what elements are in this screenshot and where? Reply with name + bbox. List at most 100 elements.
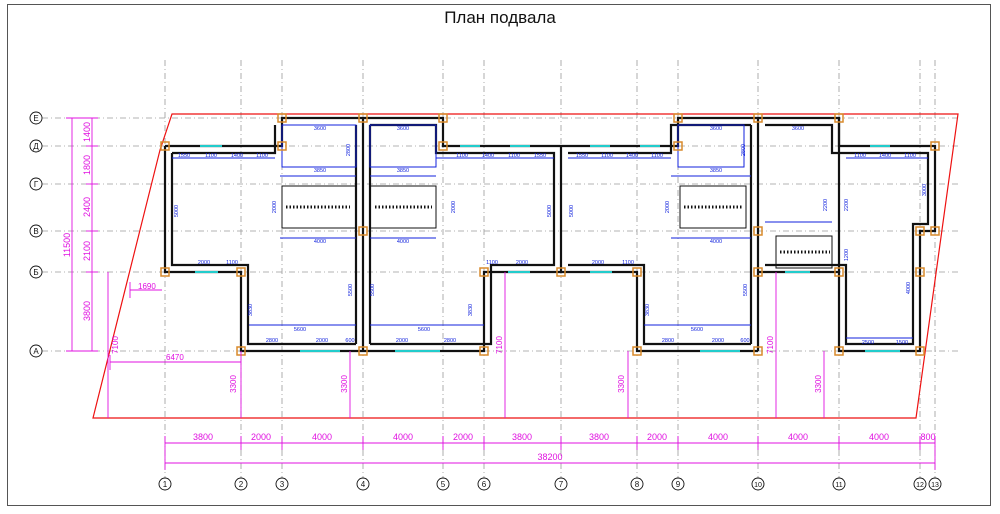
dim-room: 5500 <box>348 284 354 296</box>
dim-left-3: 2400 <box>82 197 92 217</box>
excavation-outline <box>92 113 959 419</box>
column-nodes <box>160 113 940 356</box>
dim-bottom-total: 38200 <box>537 452 562 462</box>
dim-room: 5000 <box>569 205 575 217</box>
dim-room: 1400 <box>482 153 494 159</box>
dim-room: 1200 <box>844 249 850 261</box>
dim-room: 4000 <box>314 239 326 245</box>
dim-room: 600 <box>345 338 354 344</box>
dim-bottom-1: 3800 <box>193 432 213 442</box>
dim-room: 2800 <box>346 144 352 156</box>
drawing-frame <box>7 4 991 506</box>
dim-room: 1100 <box>651 153 663 159</box>
dim-room: 5500 <box>370 284 376 296</box>
dim-room: 1400 <box>626 153 638 159</box>
dim-room: 3830 <box>468 304 474 316</box>
dim-room: 1100 <box>256 153 268 159</box>
dim-room: 4000 <box>397 239 409 245</box>
dim-room: 2200 <box>823 199 829 211</box>
dim-room: 1500 <box>896 340 908 346</box>
dim-room: 3830 <box>248 304 254 316</box>
dim-room: 3600 <box>792 126 804 132</box>
dim-room: 5000 <box>547 205 553 217</box>
axis-label: Е <box>33 114 38 123</box>
dim-room: 4000 <box>710 239 722 245</box>
dim-bottom-11: 4000 <box>869 432 889 442</box>
dim-room: 1100 <box>854 153 866 159</box>
dim-left-5: 3800 <box>82 301 92 321</box>
dim-room: 5500 <box>743 284 749 296</box>
dim-room: 1100 <box>622 260 634 266</box>
dim-3300-2: 3300 <box>340 375 349 393</box>
axis-label: Г <box>34 180 39 189</box>
partitions <box>172 124 928 339</box>
dim-room: 3600 <box>314 126 326 132</box>
dim-room: 2000 <box>665 201 671 213</box>
dim-left-2: 1800 <box>82 155 92 175</box>
dim-room: 3000 <box>922 184 928 196</box>
dim-room: 1100 <box>508 153 520 159</box>
dim-bottom-10: 4000 <box>788 432 808 442</box>
dim-3300-4: 3300 <box>814 375 823 393</box>
dim-room: 2800 <box>741 144 747 156</box>
dim-7100-mid: 7100 <box>495 336 504 354</box>
axis-label: Б <box>33 268 38 277</box>
dim-total-height: 11500 <box>62 233 72 257</box>
dim-room: 1100 <box>456 153 468 159</box>
dim-room: 1100 <box>601 153 613 159</box>
axis-label: 12 <box>916 482 924 489</box>
dim-room: 2000 <box>516 260 528 266</box>
axis-bubbles-bottom <box>158 477 942 491</box>
dim-room: 1100 <box>486 260 498 266</box>
dim-3300-1: 3300 <box>229 375 238 393</box>
dim-room: 3600 <box>710 126 722 132</box>
dim-room: 2000 <box>272 201 278 213</box>
left-dimension-labels: 11500 1400 1800 2400 2100 3800 1690 6470… <box>62 122 823 393</box>
page-title: План подвала <box>444 8 556 27</box>
axis-label: Д <box>33 142 39 151</box>
axis-label: 2 <box>239 480 244 489</box>
stairs <box>281 185 833 269</box>
axis-label: 10 <box>754 482 762 489</box>
dim-room: 1550 <box>178 153 190 159</box>
dim-bottom-7: 3800 <box>589 432 609 442</box>
axis-label: 4 <box>361 480 366 489</box>
dim-bottom-9: 4000 <box>708 432 728 442</box>
axis-bubbles-left <box>29 111 43 358</box>
axis-label: В <box>33 227 38 236</box>
dim-room: 2500 <box>862 340 874 346</box>
dim-room: 2800 <box>662 338 674 344</box>
axis-label: 11 <box>835 482 842 489</box>
dim-room: 1550 <box>534 153 546 159</box>
axis-label: 3 <box>280 480 285 489</box>
dim-bottom-3: 4000 <box>312 432 332 442</box>
dim-1690: 1690 <box>138 282 156 291</box>
dim-bottom-2: 2000 <box>251 432 271 442</box>
dim-room: 3850 <box>314 168 326 174</box>
dim-room: 4000 <box>906 282 912 294</box>
dim-bottom-12: 800 <box>920 432 935 442</box>
dim-room: 3850 <box>710 168 722 174</box>
dim-bottom-5: 2000 <box>453 432 473 442</box>
dim-room: 5000 <box>174 205 180 217</box>
axis-label: А <box>33 347 39 356</box>
grid-lines <box>42 60 960 478</box>
axis-label: 7 <box>559 480 564 489</box>
dim-room: 1550 <box>576 153 588 159</box>
dim-room: 2000 <box>198 260 210 266</box>
dim-room: 3600 <box>397 126 409 132</box>
dim-room: 2000 <box>592 260 604 266</box>
dim-room: 5600 <box>691 327 703 333</box>
dim-room: 2000 <box>451 201 457 213</box>
dim-left-1: 1400 <box>82 122 92 142</box>
walls <box>163 116 937 353</box>
dim-room: 5600 <box>418 327 430 333</box>
dim-room: 1100 <box>205 153 217 159</box>
dim-room: 1400 <box>879 153 891 159</box>
dim-room: 2800 <box>266 338 278 344</box>
axis-label: 13 <box>931 482 939 489</box>
axis-labels-left: Е Д Г В Б А <box>33 114 39 356</box>
dim-room: 1100 <box>226 260 238 266</box>
dim-7100-right: 7100 <box>766 336 775 354</box>
